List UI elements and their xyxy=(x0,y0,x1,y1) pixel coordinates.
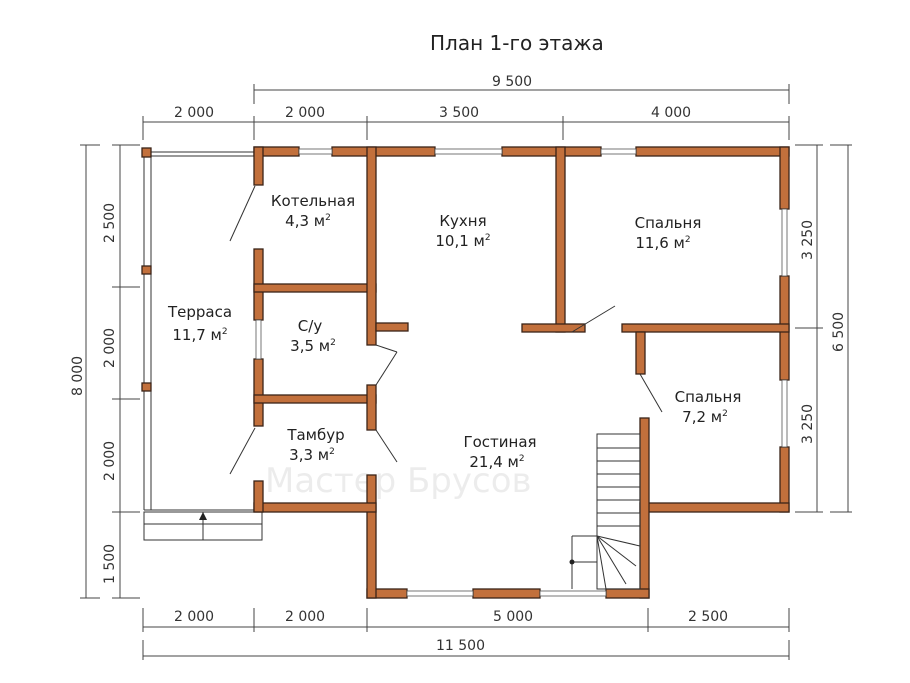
room-area-sup: 2 xyxy=(485,233,491,243)
dim-left-1: 2 500 xyxy=(102,203,118,243)
room-area-sup: 2 xyxy=(325,213,331,223)
room-living: Гостиная 21,4 м2 xyxy=(463,433,536,471)
room-area: 3,3 м xyxy=(289,446,329,464)
room-name: Тамбур xyxy=(286,426,344,444)
dim-left-total: 8 000 xyxy=(70,356,86,396)
room-area-sup: 2 xyxy=(330,338,336,348)
terrace-structure xyxy=(141,147,263,541)
room-bedroom-2: Спальня 7,2 м2 xyxy=(675,388,742,426)
windows xyxy=(255,148,788,597)
dim-bottom-1: 2 000 xyxy=(174,609,214,625)
dim-top-3: 3 500 xyxy=(439,105,479,121)
room-area: 3,5 м xyxy=(290,337,330,355)
dim-left-2: 2 000 xyxy=(102,328,118,368)
room-bathroom: С/у 3,5 м2 xyxy=(290,317,336,355)
dim-top-1: 2 000 xyxy=(174,105,214,121)
dim-bottom-3: 5 000 xyxy=(493,609,533,625)
room-area-sup: 2 xyxy=(722,409,728,419)
dim-left-3: 2 000 xyxy=(102,441,118,481)
room-area-sup: 2 xyxy=(519,454,525,464)
room-name: Спальня xyxy=(675,388,742,406)
svg-text:11,6 м2: 11,6 м2 xyxy=(635,234,690,252)
room-vestibule: Тамбур 3,3 м2 xyxy=(286,426,344,464)
room-name: Гостиная xyxy=(463,433,536,451)
room-area: 21,4 м xyxy=(469,453,518,471)
room-area: 11,6 м xyxy=(635,234,684,252)
room-area-sup: 2 xyxy=(685,235,691,245)
room-area-sup: 2 xyxy=(222,327,228,337)
dim-top-2: 2 000 xyxy=(285,105,325,121)
room-bedroom-1: Спальня 11,6 м2 xyxy=(635,214,702,252)
room-name: Котельная xyxy=(271,192,355,210)
room-kitchen: Кухня 10,1 м2 xyxy=(435,212,490,250)
room-area: 11,7 м xyxy=(172,326,221,344)
dim-bottom-4: 2 500 xyxy=(688,609,728,625)
room-name: Кухня xyxy=(439,212,486,230)
room-boiler: Котельная 4,3 м2 xyxy=(271,192,355,230)
room-area-sup: 2 xyxy=(329,447,335,457)
room-area: 4,3 м xyxy=(285,212,325,230)
room-name: Спальня xyxy=(635,214,702,232)
dim-bottom-total: 11 500 xyxy=(436,638,485,654)
svg-text:10,1 м2: 10,1 м2 xyxy=(435,232,490,250)
staircase xyxy=(569,433,641,590)
dimension-lines xyxy=(80,84,852,660)
dim-left-4: 1 500 xyxy=(102,544,118,584)
svg-text:3,5 м2: 3,5 м2 xyxy=(290,337,336,355)
svg-text:21,4 м2: 21,4 м2 xyxy=(469,453,524,471)
dim-top-4: 4 000 xyxy=(651,105,691,121)
dim-bottom-2: 2 000 xyxy=(285,609,325,625)
door-swings xyxy=(229,185,663,475)
dim-right-2: 3 250 xyxy=(800,404,816,444)
dim-right-1: 3 250 xyxy=(800,220,816,260)
plan-title: План 1-го этажа xyxy=(430,31,604,55)
dim-right-total: 6 500 xyxy=(831,312,847,352)
svg-text:11,7 м2: 11,7 м2 xyxy=(172,326,227,344)
watermark: Мастер Брусов xyxy=(265,461,532,501)
room-terrace: Терраса 11,7 м2 xyxy=(167,303,232,344)
room-name: С/у xyxy=(298,317,323,335)
walls xyxy=(253,146,790,599)
svg-text:7,2 м2: 7,2 м2 xyxy=(682,408,728,426)
dim-top-total: 9 500 xyxy=(492,74,532,90)
room-name: Терраса xyxy=(167,303,232,321)
room-area: 10,1 м xyxy=(435,232,484,250)
room-area: 7,2 м xyxy=(682,408,722,426)
svg-text:3,3 м2: 3,3 м2 xyxy=(289,446,335,464)
svg-text:4,3 м2: 4,3 м2 xyxy=(285,212,331,230)
